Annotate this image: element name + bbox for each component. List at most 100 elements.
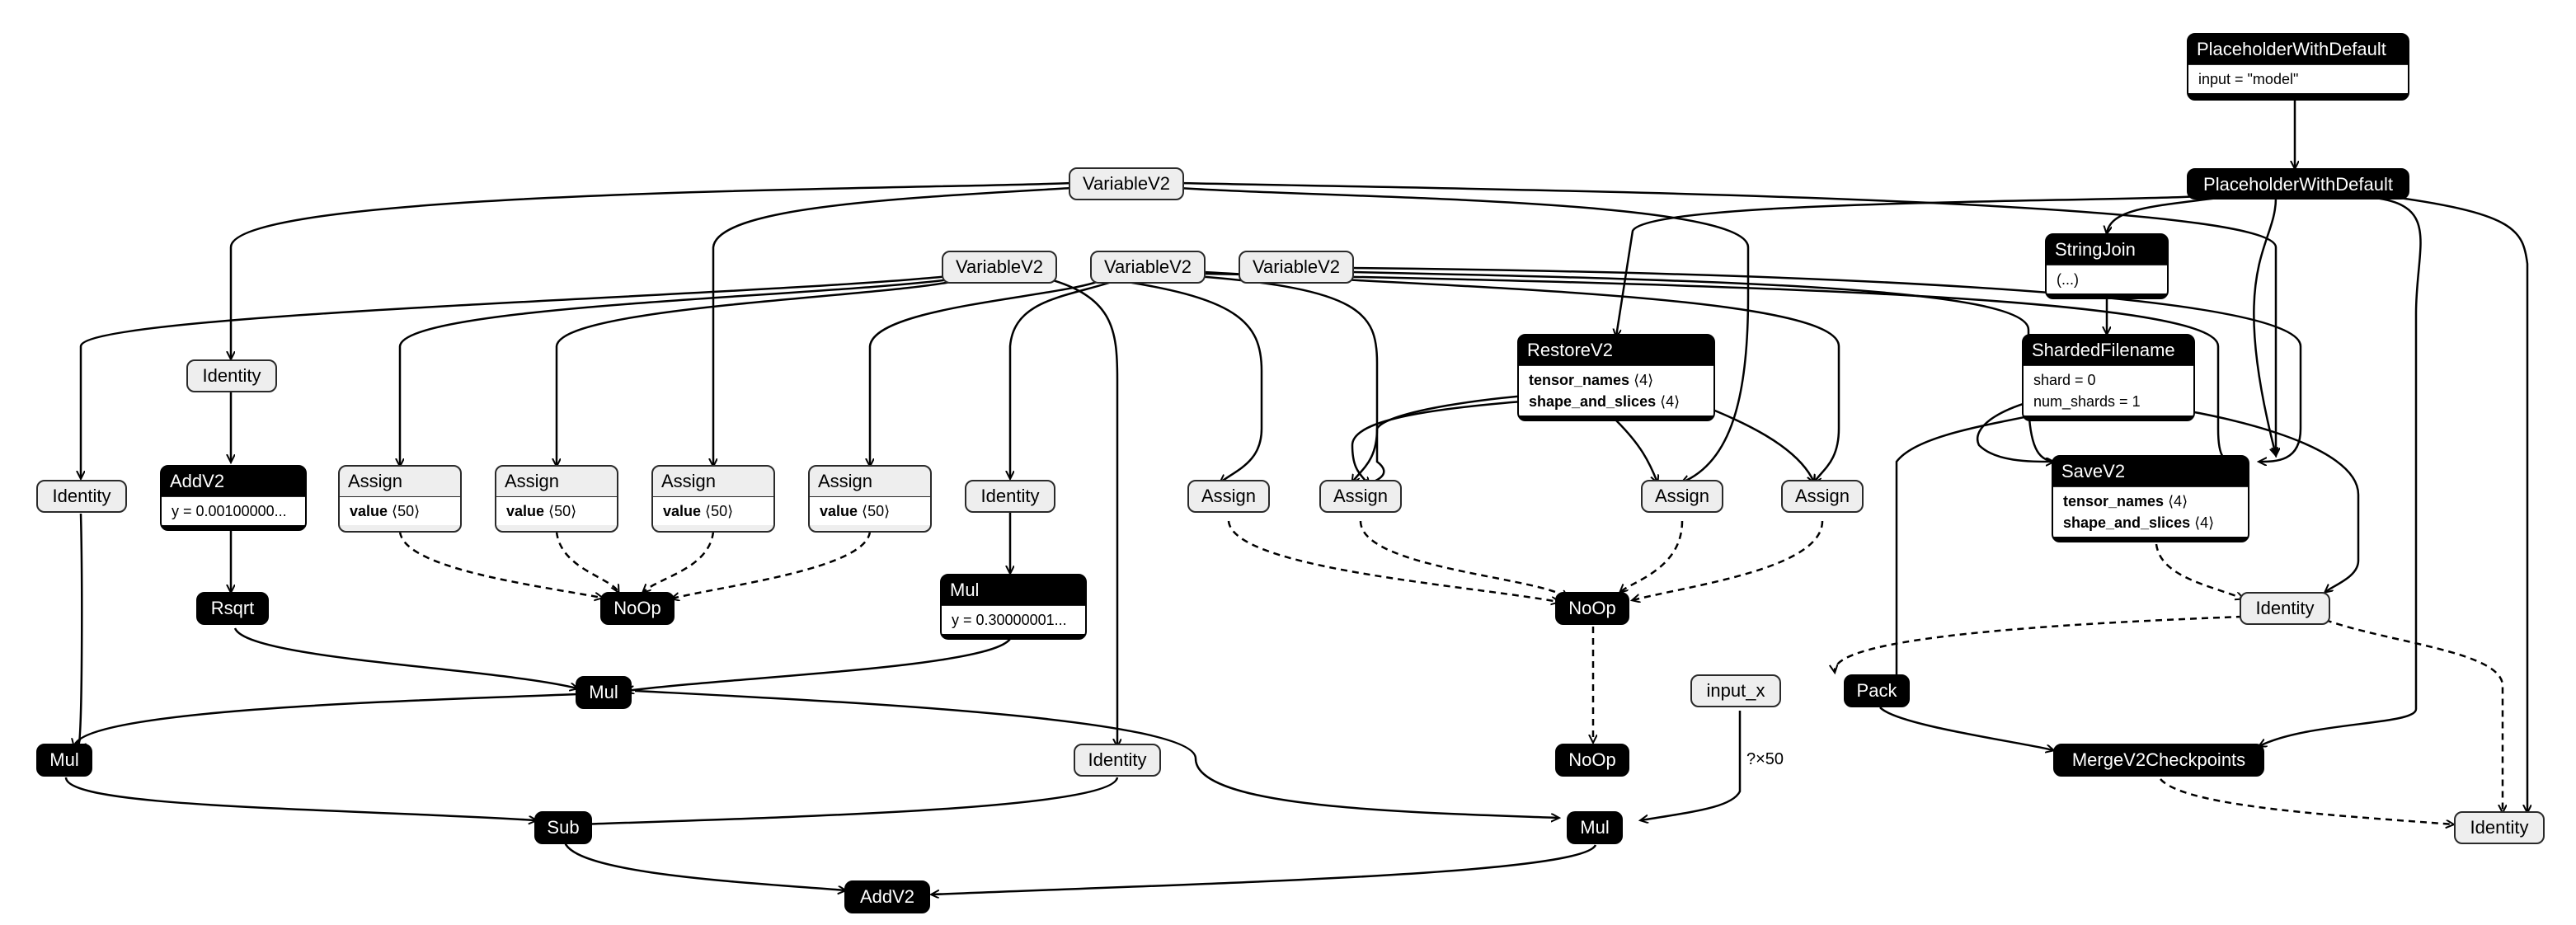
- edge: [1203, 270, 1840, 482]
- tensor-shape-label: ?×50: [1746, 750, 1784, 768]
- node-title: Identity: [2255, 598, 2315, 618]
- placeholderwithdefault-node[interactable]: PlaceholderWithDefault: [2187, 168, 2409, 200]
- edge: [233, 627, 577, 688]
- node-attr: y = 0.30000001...: [952, 612, 1067, 628]
- variablev2-b-node[interactable]: VariableV2: [1090, 251, 1206, 284]
- node-title: PlaceholderWithDefault: [2197, 39, 2386, 59]
- node-title: Pack: [1856, 680, 1897, 701]
- attr-value: ⟨50⟩: [705, 503, 734, 519]
- edge: [555, 531, 618, 592]
- identity-node-5[interactable]: Identity: [2454, 811, 2545, 844]
- identity-node-0[interactable]: Identity: [36, 480, 127, 513]
- node-attr: shard = 0: [2033, 372, 2096, 388]
- node-title: Assign: [818, 471, 873, 491]
- node-title: Assign: [1201, 486, 1257, 506]
- shardedfilename-node[interactable]: ShardedFilename shard = 0 num_shards = 1: [2022, 334, 2195, 421]
- variablev2-c-node[interactable]: VariableV2: [1239, 251, 1354, 284]
- edge: [2325, 618, 2503, 812]
- rsqrt-node[interactable]: Rsqrt: [196, 592, 269, 625]
- edge: [2253, 197, 2276, 455]
- stringjoin-node[interactable]: StringJoin (...): [2045, 233, 2169, 299]
- assign-node-4[interactable]: Assign value ⟨50⟩: [808, 465, 932, 533]
- edge: [1227, 520, 1558, 602]
- variablev2-a-node[interactable]: VariableV2: [942, 251, 1057, 284]
- assign-node-1[interactable]: Assign value ⟨50⟩: [338, 465, 462, 533]
- node-title: VariableV2: [1083, 173, 1170, 194]
- edge: [1615, 420, 1657, 482]
- edge: [400, 277, 957, 466]
- assign-node-8[interactable]: Assign: [1781, 480, 1864, 513]
- mul-node-mid[interactable]: Mul: [576, 676, 632, 709]
- mul-node-left[interactable]: Mul: [36, 744, 92, 777]
- node-title: VariableV2: [956, 256, 1043, 277]
- attr-key: shape_and_slices: [2063, 514, 2191, 531]
- assign-node-7[interactable]: Assign: [1641, 480, 1723, 513]
- mul-scale-node[interactable]: Mul y = 0.30000001...: [940, 574, 1087, 640]
- edge: [74, 693, 578, 746]
- edge: [1351, 270, 2061, 462]
- node-attr: value ⟨50⟩: [663, 500, 764, 522]
- edge: [1010, 277, 1122, 478]
- restorev2-node[interactable]: RestoreV2 tensor_names ⟨4⟩ shape_and_sli…: [1517, 334, 1715, 421]
- assign-node-2[interactable]: Assign value ⟨50⟩: [495, 465, 618, 533]
- pack-node[interactable]: Pack: [1844, 674, 1910, 707]
- placeholderwithdefault-model-node[interactable]: PlaceholderWithDefault input = "model": [2187, 33, 2409, 101]
- node-title: Identity: [202, 365, 261, 386]
- node-title: SaveV2: [2061, 461, 2126, 481]
- edge: [81, 275, 949, 478]
- assign-node-3[interactable]: Assign value ⟨50⟩: [651, 465, 775, 533]
- identity-node-2[interactable]: Identity: [965, 480, 1055, 513]
- node-attr: value ⟨50⟩: [350, 500, 450, 522]
- node-title: Mul: [49, 749, 79, 770]
- identity-node-3[interactable]: Identity: [2240, 592, 2330, 625]
- attr-value: ⟨50⟩: [862, 503, 891, 519]
- node-attr: tensor_names ⟨4⟩: [1529, 369, 1704, 391]
- node-attr: num_shards = 1: [2033, 393, 2141, 410]
- edge: [1698, 402, 1814, 482]
- edge: [1195, 275, 1379, 482]
- edge: [627, 638, 1012, 691]
- edge: [398, 531, 602, 598]
- noop-node-1[interactable]: NoOp: [600, 592, 675, 625]
- node-title: MergeV2Checkpoints: [2071, 749, 2246, 770]
- noop-node-3[interactable]: NoOp: [1555, 744, 1629, 777]
- identity-node-1[interactable]: Identity: [186, 359, 277, 392]
- edge: [2399, 196, 2527, 812]
- node-title: Assign: [505, 471, 560, 491]
- edge: [2160, 778, 2453, 824]
- assign-node-5[interactable]: Assign: [1187, 480, 1270, 513]
- node-attr: y = 0.00100000...: [172, 503, 287, 519]
- node-title: ShardedFilename: [2032, 340, 2175, 360]
- edge: [932, 844, 1597, 894]
- edge: [1616, 193, 2227, 336]
- noop-node-2[interactable]: NoOp: [1555, 592, 1629, 625]
- savev2-node[interactable]: SaveV2 tensor_names ⟨4⟩ shape_and_slices…: [2052, 455, 2249, 542]
- node-attr: shape_and_slices ⟨4⟩: [1529, 391, 1704, 412]
- edge: [1351, 266, 2302, 462]
- sub-node[interactable]: Sub: [534, 811, 592, 844]
- assign-node-6[interactable]: Assign: [1319, 480, 1402, 513]
- attr-key: tensor_names: [1529, 372, 1630, 388]
- variablev2-top-node[interactable]: VariableV2: [1069, 167, 1184, 200]
- attr-key: shape_and_slices: [1529, 393, 1657, 410]
- node-title: NoOp: [1568, 749, 1616, 770]
- node-title: Rsqrt: [210, 598, 255, 618]
- edge: [1203, 272, 2235, 460]
- identity-node-4[interactable]: Identity: [1074, 744, 1161, 777]
- mul-node-right[interactable]: Mul: [1567, 811, 1623, 844]
- attr-key: tensor_names: [2063, 493, 2165, 509]
- node-title: Assign: [1654, 486, 1710, 506]
- node-title: Assign: [661, 471, 717, 491]
- node-title: input_x: [1706, 680, 1765, 701]
- edge: [2155, 543, 2243, 599]
- edge: [1046, 277, 1117, 746]
- addv2-bottom-node[interactable]: AddV2: [844, 880, 930, 913]
- attr-value: ⟨50⟩: [392, 503, 421, 519]
- node-title: AddV2: [859, 886, 915, 907]
- node-attr: value ⟨50⟩: [820, 500, 920, 522]
- addv2-top-node[interactable]: AddV2 y = 0.00100000...: [160, 465, 307, 531]
- mergev2checkpoints-node[interactable]: MergeV2Checkpoints: [2053, 744, 2264, 777]
- attr-value: ⟨4⟩: [1660, 393, 1681, 410]
- input-x-node[interactable]: input_x: [1690, 674, 1781, 707]
